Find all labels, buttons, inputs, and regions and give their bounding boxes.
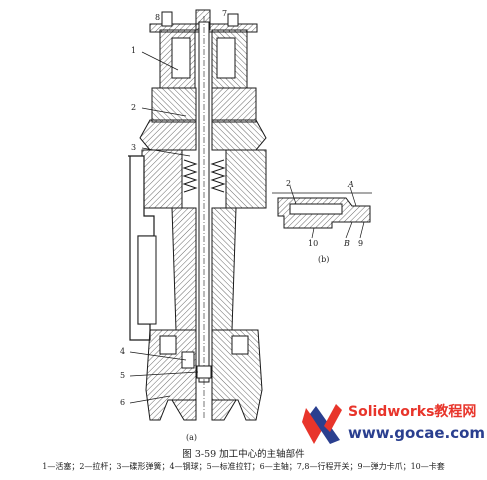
leader-b-9 xyxy=(359,221,365,239)
leader-b-2 xyxy=(289,185,297,205)
detail-label-9: 9 xyxy=(358,239,363,248)
flange-left xyxy=(139,119,197,151)
housing-web xyxy=(137,235,157,325)
part-label-1: 1 xyxy=(131,46,136,55)
draw-rod-b xyxy=(289,203,343,215)
detail-label-B: B xyxy=(343,239,350,248)
spring-housing-right xyxy=(225,149,267,209)
detail-label-2: 2 xyxy=(286,179,291,188)
part-label-7: 7 xyxy=(222,9,227,18)
bearing-right xyxy=(231,335,249,355)
leader-b-A xyxy=(349,186,357,207)
part-label-8: 8 xyxy=(155,13,160,22)
part-label-5: 5 xyxy=(120,371,125,380)
bearing-left xyxy=(159,335,177,355)
watermark-url: www.gocae.com xyxy=(348,424,485,442)
steel-ball-area xyxy=(181,351,195,369)
upper-housing-left xyxy=(151,87,197,123)
watermark-logo-icon xyxy=(302,404,342,444)
leader-2 xyxy=(141,107,187,117)
piston-left xyxy=(171,37,191,79)
detail-label-10: 10 xyxy=(308,239,318,248)
detail-section-b xyxy=(272,185,372,239)
leader-6 xyxy=(129,395,171,404)
leader-b-10 xyxy=(311,227,315,239)
part-label-6: 6 xyxy=(120,398,125,407)
leader-5 xyxy=(129,371,199,377)
flange-right xyxy=(211,119,267,151)
part-label-4: 4 xyxy=(120,347,125,356)
part-label-2: 2 xyxy=(131,103,136,112)
leader-b-B xyxy=(345,221,353,239)
spindle-section-a xyxy=(128,9,267,421)
detail-label-A: A xyxy=(347,180,354,189)
spindle-nose xyxy=(171,399,237,421)
disc-springs xyxy=(182,159,226,193)
leader-1 xyxy=(141,51,179,71)
subfigure-a-label: (a) xyxy=(186,433,197,442)
figure-caption-title: 图 3-59 加工中心的主轴部件 xyxy=(182,449,305,460)
watermark-brand: Solidworks教程网 xyxy=(348,403,476,420)
part-label-3: 3 xyxy=(131,143,136,152)
leader-3 xyxy=(141,147,191,157)
travel-switch-7 xyxy=(227,13,239,27)
figure-caption-legend: 1—活塞；2—拉杆；3—碟形弹簧；4—钢球；5—标准拉钉；6—主轴；7,8—行程… xyxy=(42,462,445,471)
spindle-body-left xyxy=(171,207,197,331)
upper-housing-right xyxy=(211,87,257,123)
pull-stud xyxy=(196,365,212,379)
leader-4 xyxy=(129,351,187,361)
spring-housing-left xyxy=(141,149,183,209)
watermark: Solidworks教程网 www.gocae.com xyxy=(300,400,487,450)
piston-right xyxy=(216,37,236,79)
spindle-body-right xyxy=(211,207,237,331)
travel-switch-8 xyxy=(161,11,173,27)
subfigure-b-label: (b) xyxy=(318,255,329,264)
